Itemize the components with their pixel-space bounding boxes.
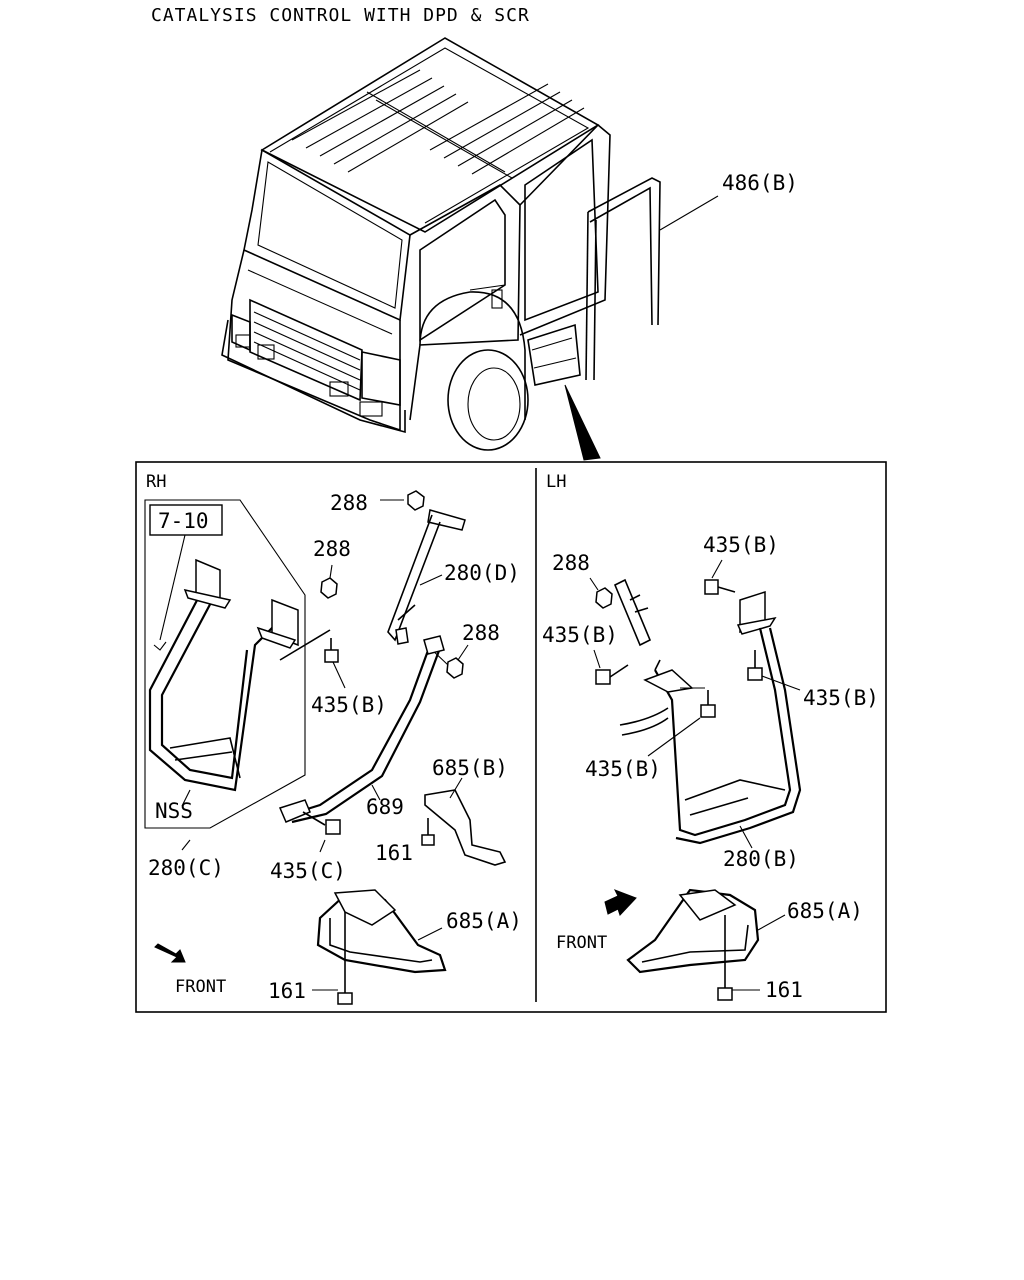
bolt-161-mid-icon: [421, 834, 435, 846]
label-486b: 486(B): [722, 171, 798, 195]
label-lh-435b-right: 435(B): [803, 686, 879, 710]
nut-top-icon: [407, 490, 425, 511]
label-lh-288: 288: [552, 551, 590, 575]
label-288-top: 288: [330, 491, 368, 515]
rh-panel: RH 7-10 NSS 280(C) 288 435(B) 288: [144, 472, 522, 1005]
bolt-435c-icon: [325, 819, 341, 835]
label-685b: 685(B): [432, 756, 508, 780]
label-435b: 435(B): [311, 693, 387, 717]
label-161-mid: 161: [375, 841, 413, 865]
bolt-161-bottom-icon: [337, 992, 353, 1005]
truck-cab-illustration: 486(B): [221, 37, 798, 461]
ref-box-label: 7-10: [158, 509, 209, 533]
label-lh-435b-left: 435(B): [542, 623, 618, 647]
front-label-lh: FRONT: [556, 933, 607, 953]
label-lh-435b-top: 435(B): [703, 533, 779, 557]
lh-bolt-right-icon: [747, 667, 763, 681]
label-280c: 280(C): [148, 856, 224, 880]
lh-bolt-top-icon: [704, 579, 719, 595]
detail-arrow-icon: [564, 384, 601, 461]
label-280d: 280(D): [444, 561, 520, 585]
label-280b: 280(B): [723, 847, 799, 871]
label-161-bottom: 161: [268, 979, 306, 1003]
lh-nut-icon: [595, 587, 613, 609]
bolt-icon: [324, 649, 339, 663]
front-label-rh: FRONT: [175, 977, 226, 997]
nut-icon: [320, 577, 338, 599]
label-288-mid: 288: [313, 537, 351, 561]
lh-bolt-lower-icon: [700, 704, 716, 718]
front-arrow-icon: [154, 943, 186, 963]
lh-bolt-161-icon: [717, 987, 733, 1001]
label-lh-685a: 685(A): [787, 899, 863, 923]
label-lh-435b-lower: 435(B): [585, 757, 661, 781]
ref-box: [149, 504, 223, 536]
diagram-title: CATALYSIS CONTROL WITH DPD & SCR: [151, 5, 530, 26]
front-arrow-lh-icon: [604, 889, 637, 916]
label-689: 689: [366, 795, 404, 819]
label-lh-161: 161: [765, 978, 803, 1002]
label-685a-rh: 685(A): [446, 909, 522, 933]
label-nss: NSS: [155, 799, 193, 823]
nut-right-icon: [446, 657, 464, 679]
label-288-right: 288: [462, 621, 500, 645]
detail-frame: [135, 461, 887, 1013]
lh-heading: LH: [546, 472, 566, 492]
lh-bolt-left-icon: [595, 669, 611, 685]
lh-panel: LH 288 435(B) 435(B) 435(B): [542, 472, 879, 1002]
rh-heading: RH: [146, 472, 166, 492]
nss-outline: [144, 499, 306, 829]
label-435c: 435(C): [270, 859, 346, 883]
